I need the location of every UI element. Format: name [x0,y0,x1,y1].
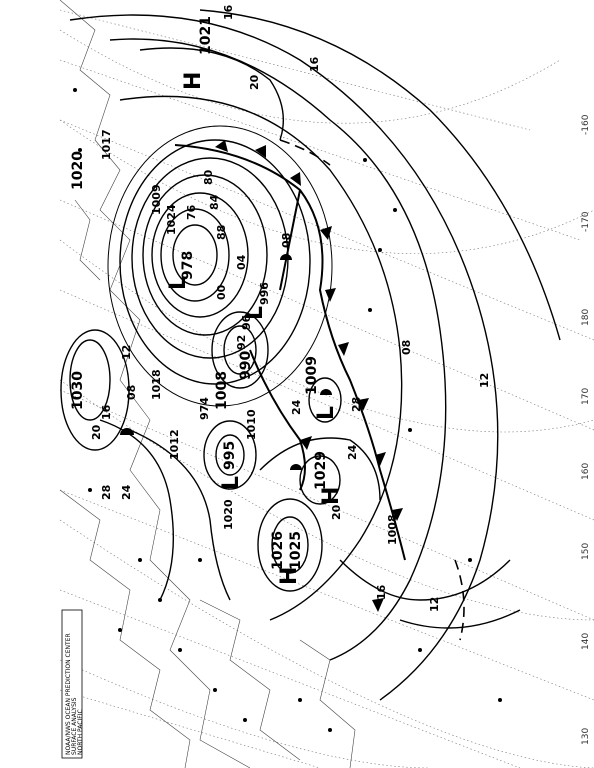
isobar-label: 1010 [245,409,258,440]
isobar-label: 16 [100,404,113,420]
isobar-label: 08 [400,340,413,355]
longitude-label: -160 [581,114,591,135]
center-type: L [243,306,268,320]
isobar-label: 974 [198,397,211,420]
center-value: 1029 [313,451,329,490]
center-type: L [166,276,191,290]
isobar-label: 1017 [100,129,113,160]
longitude-label: 170 [581,388,591,405]
longitude-label: 140 [581,633,591,650]
legend-line-2: SURFACE ANALYSIS [71,697,78,755]
isobar-label: 1008 [386,514,399,545]
isobar-label: 20 [248,74,261,90]
isobar-label: 08 [280,233,293,248]
isobar-label: 08 [125,385,138,400]
center-value: 996 [258,282,271,305]
center-value: 990 [238,351,254,380]
isobar-label: 12 [428,597,441,612]
isobar-label: 88 [215,225,228,240]
center-type: H [277,567,302,585]
isobar-label: 20 [330,504,343,520]
center-type: H [319,487,344,505]
legend-line-1: NOAA/NWS OCEAN PREDICTION CENTER [65,633,72,755]
isobar-label: 24 [346,444,359,460]
isobar-label: 1018 [150,369,163,400]
center-value: 1030 [70,371,86,410]
isobar-labels: 16 20 16 12 24 28 08 04 00 96 92 88 84 80 76 12 08 16 20 24… [90,4,491,612]
isobar-label: 1024 [165,204,178,235]
longitude-labels: -160 -170 180 170 160 150 140 130 [581,114,591,745]
isobar-label: 04 [235,254,248,270]
isobar-label: 84 [208,194,221,210]
isobar-label: 24 [290,399,303,415]
isobar-label: 76 [185,204,198,220]
isobar-label: 80 [202,169,215,185]
legend-line-3: NORTH PACIFIC [77,709,84,755]
isobar-label: 16 [375,584,388,600]
chart-legend: NOAA/NWS OCEAN PREDICTION CENTER SURFACE… [61,609,84,759]
center-value: 1026 [270,531,286,570]
isobar-label: 12 [120,345,133,360]
center-value: 1020 [70,151,86,190]
isobar-label: 16 [308,56,321,72]
station-plots [73,88,502,732]
isobar-label: 92 [235,335,248,350]
isobar-label: 16 [222,4,235,20]
longitude-label: 150 [581,543,591,560]
isobar-label: 20 [90,424,103,440]
isobar-label: 1009 [150,184,163,215]
longitude-label: 130 [581,728,591,745]
center-value: 1025 [288,531,304,570]
isobars [60,9,561,701]
center-type: H [181,72,206,90]
isobar-label: 1012 [168,429,181,460]
isobar-label: 1020 [222,499,235,530]
isobar-label: 28 [350,397,363,412]
isobar-label: 12 [478,373,491,388]
center-type: L [314,406,339,420]
graticule [59,9,594,768]
longitude-label: 180 [581,309,591,326]
center-value: 1009 [304,356,320,395]
longitude-label: 160 [581,463,591,480]
fronts [120,139,465,641]
center-type: L [219,476,244,490]
center-value: 995 [222,441,238,470]
pressure-centers: H 1021 1020 1030 1026 L 978 L 996 990 [70,16,344,585]
center-value: 978 [180,251,196,280]
isobar-label: 28 [100,485,113,500]
isobar-label: 00 [215,284,228,300]
center-value: 1008 [214,371,230,410]
isobar-label: 24 [120,484,133,500]
center-value: 1021 [198,16,214,55]
isobar-label: 96 [240,314,253,330]
longitude-label: -170 [581,211,591,232]
